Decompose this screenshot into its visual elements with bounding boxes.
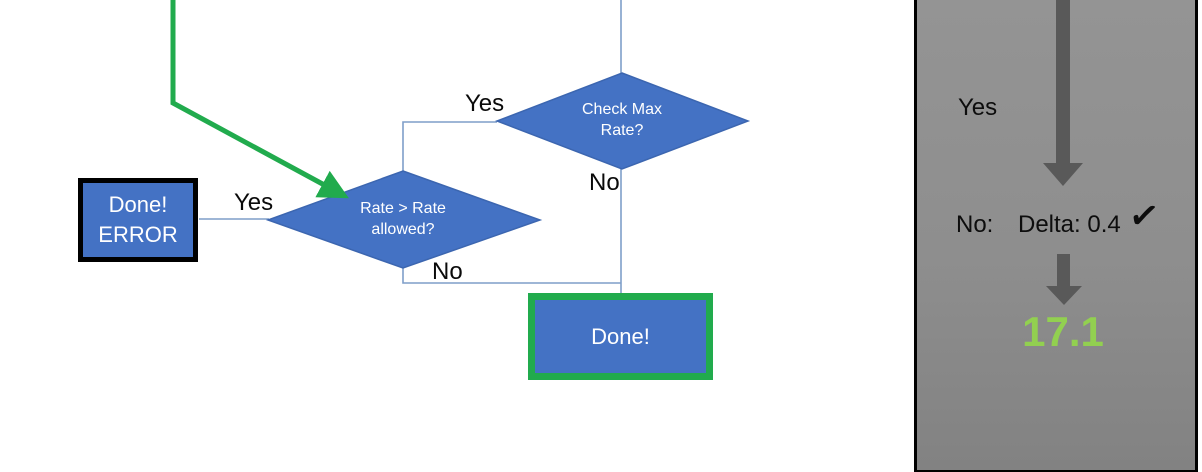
check-max-no-label: No (589, 169, 620, 196)
down-arrow-1-shaft (1056, 0, 1070, 163)
decision-rate-allowed (265, 170, 543, 269)
panel-no-label: No: (956, 211, 994, 238)
rate-allowed-yes-label: Yes (234, 189, 274, 216)
side-panel: Yes No: Delta: 0.4 ✓ 17.1 (914, 0, 1198, 472)
check-max-yes-label: Yes (465, 90, 505, 117)
connector-rate-allowed-no (402, 268, 621, 284)
panel-delta-value: Delta: 0.4 (1018, 211, 1121, 238)
connector-check-max-yes (402, 121, 497, 171)
result-value: 17.1 (1022, 308, 1104, 355)
green-flow-arrow (170, 0, 349, 199)
panel-yes-label: Yes (958, 94, 998, 121)
terminator-done-error: Done! ERROR (78, 178, 198, 262)
down-arrow-2-shaft (1057, 254, 1070, 286)
down-arrow-1-icon (1043, 163, 1083, 186)
rate-allowed-no-label: No (432, 258, 463, 285)
decision-check-max-rate (494, 72, 751, 170)
checkmark-icon: ✓ (1126, 193, 1162, 238)
down-arrow-2-icon (1046, 286, 1082, 305)
terminator-done: Done! (528, 293, 713, 380)
